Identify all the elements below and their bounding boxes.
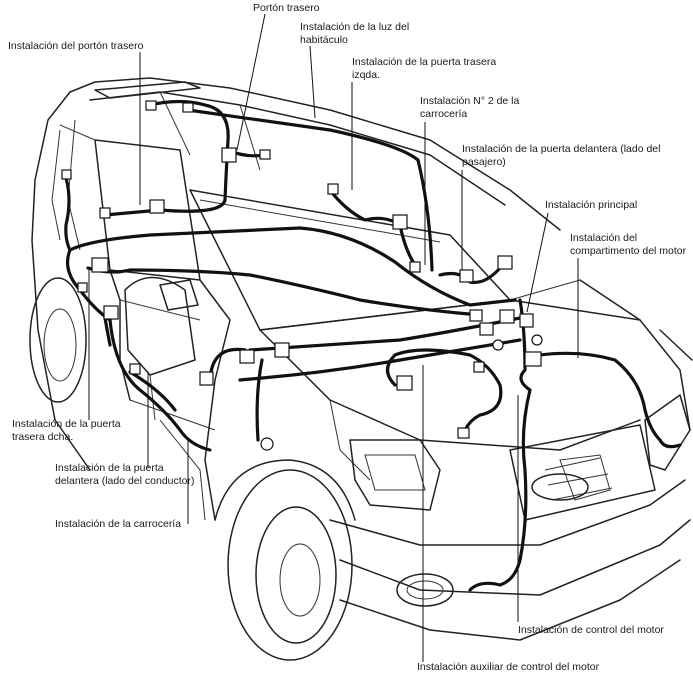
label-puerta-delantera-conductor: Instalación de la puerta delantera (lado… bbox=[55, 462, 195, 487]
connector bbox=[519, 313, 534, 328]
label-carroceria-n2: Instalación N° 2 de la carrocería bbox=[420, 95, 520, 120]
connector bbox=[469, 309, 483, 322]
connector bbox=[61, 169, 72, 180]
label-compartimento-motor: Instalación del compartimento del motor bbox=[570, 232, 687, 257]
connector bbox=[91, 257, 109, 273]
connector bbox=[221, 147, 237, 163]
connector bbox=[182, 102, 194, 113]
leader-lines bbox=[88, 13, 579, 662]
grommet bbox=[531, 334, 543, 346]
connector bbox=[473, 361, 485, 373]
connector bbox=[77, 282, 88, 293]
connector bbox=[99, 207, 111, 219]
connector bbox=[392, 214, 408, 230]
connector bbox=[459, 269, 474, 283]
label-control-motor: Instalación de control del motor bbox=[518, 624, 664, 636]
wiring-harness-routes bbox=[64, 99, 682, 592]
connector bbox=[479, 322, 494, 336]
connector bbox=[239, 349, 255, 364]
connector bbox=[129, 363, 141, 375]
connector bbox=[274, 342, 290, 358]
connectors bbox=[61, 100, 543, 451]
connector bbox=[145, 100, 157, 111]
connector bbox=[103, 305, 119, 320]
label-puerta-delantera-pasajero: Instalación de la puerta delantera (lado… bbox=[462, 143, 661, 168]
connector bbox=[199, 371, 214, 386]
connector bbox=[457, 427, 470, 439]
label-porton-instalacion: Instalación del portón trasero bbox=[8, 40, 144, 52]
grommet bbox=[492, 339, 504, 351]
label-auxiliar-control-motor: Instalación auxiliar de control del moto… bbox=[417, 661, 600, 673]
label-puerta-trasera-dcha: Instalación de la puerta trasera dcha. bbox=[12, 418, 121, 443]
connector bbox=[409, 261, 421, 273]
label-instalacion-principal: Instalación principal bbox=[545, 199, 638, 211]
label-luz-habitaculo: Instalación de la luz del habitáculo bbox=[300, 21, 410, 46]
connector bbox=[499, 309, 515, 324]
grommet bbox=[260, 437, 274, 451]
connector bbox=[396, 375, 413, 391]
connector bbox=[524, 351, 542, 367]
label-porton-trasero: Portón trasero bbox=[253, 2, 320, 14]
connector bbox=[149, 199, 165, 214]
connector bbox=[497, 255, 513, 270]
label-puerta-trasera-izqda: Instalación de la puerta trasera izqda. bbox=[352, 56, 497, 81]
label-carroceria: Instalación de la carrocería bbox=[55, 518, 182, 530]
connector bbox=[327, 183, 339, 195]
connector bbox=[259, 149, 271, 160]
